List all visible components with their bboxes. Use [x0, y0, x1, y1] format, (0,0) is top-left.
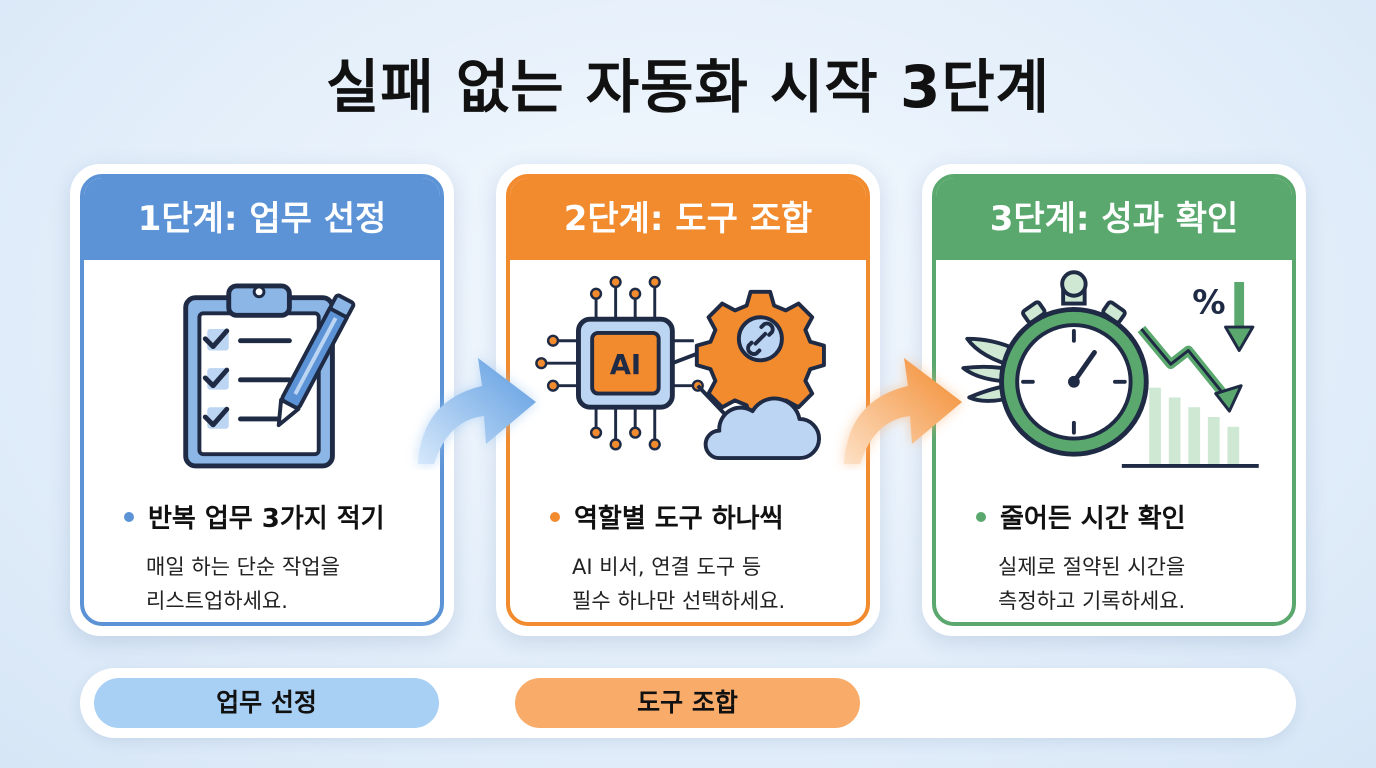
step-2-desc-line-1: AI 비서, 연결 도구 등 [572, 555, 762, 579]
bullet-dot [124, 511, 134, 522]
percent-symbol: % [1192, 282, 1225, 321]
stopwatch-chart-icon: % [961, 270, 1259, 468]
step-3-description: 실제로 절약된 시간을 측정하고 기록하세요. [998, 550, 1185, 618]
step-card-1-inner: 1단계: 업무 선정 반복 업무 3가지 적기 매일 하는 단순 작 [80, 174, 444, 626]
progress-pill-1: 업무 선정 [94, 678, 439, 728]
step-3-bullet: 줄어든 시간 확인 [976, 498, 1186, 535]
clipboard-checklist-icon [183, 283, 356, 469]
step-card-1: 1단계: 업무 선정 반복 업무 3가지 적기 매일 하는 단순 작 [70, 164, 454, 636]
step-3-desc-line-1: 실제로 절약된 시간을 [998, 555, 1186, 579]
arrow-right-icon [844, 358, 962, 464]
step-card-2: 2단계: 도구 조합 AI [496, 164, 880, 636]
step-2-description: AI 비서, 연결 도구 등 필수 하나만 선택하세요. [572, 550, 785, 618]
step-card-3: 3단계: 성과 확인 % [922, 164, 1306, 636]
step-1-desc-line-1: 매일 하는 단순 작업을 [146, 555, 340, 579]
step-3-desc-line-2: 측정하고 기록하세요. [998, 589, 1186, 613]
step-2-bullet: 역할별 도구 하나씩 [550, 498, 783, 535]
step-2-header: 2단계: 도구 조합 [510, 178, 866, 260]
step-1-description: 매일 하는 단순 작업을 리스트업하세요. [146, 550, 340, 618]
step-3-header: 3단계: 성과 확인 [936, 178, 1292, 260]
progress-bar: 업무 선정 도구 조합 [80, 668, 1296, 738]
arrow-right-icon [418, 358, 536, 464]
step-card-3-inner: 3단계: 성과 확인 % [932, 174, 1296, 626]
step-1-bullet: 반복 업무 3가지 적기 [124, 498, 385, 535]
step-1-desc-line-2: 리스트업하세요. [146, 589, 288, 613]
step-1-header: 1단계: 업무 선정 [84, 178, 440, 260]
step-2-desc-line-2: 필수 하나만 선택하세요. [572, 589, 786, 613]
page-title: 실패 없는 자동화 시작 3단계 [325, 53, 1051, 121]
ai-chip-label: AI [610, 350, 641, 381]
bullet-dot [976, 511, 986, 522]
bullet-dot [550, 511, 560, 522]
ai-chip-gear-cloud-icon: AI [535, 275, 826, 461]
step-card-2-inner: 2단계: 도구 조합 AI [506, 174, 870, 626]
step-2-bullet-text: 역할별 도구 하나씩 [574, 504, 784, 534]
step-1-bullet-text: 반복 업무 3가지 적기 [148, 504, 385, 534]
step-3-bullet-text: 줄어든 시간 확인 [1000, 504, 1186, 534]
progress-pill-2: 도구 조합 [515, 678, 860, 728]
